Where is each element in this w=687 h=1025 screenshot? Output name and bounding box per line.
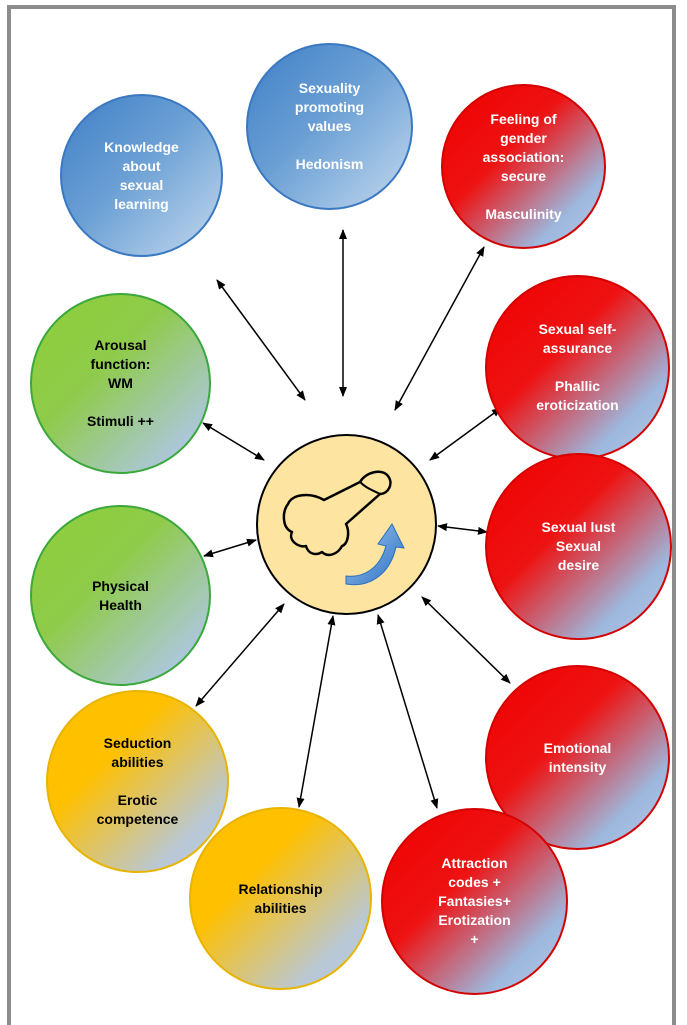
bubble-line: Sexual lust bbox=[541, 519, 616, 535]
arrow-lust bbox=[437, 523, 488, 535]
curved-arrow-icon bbox=[345, 523, 405, 586]
bubble-line: about bbox=[122, 157, 161, 174]
diagram-frame bbox=[7, 5, 676, 1025]
arrow-emotional bbox=[421, 596, 511, 684]
bubble-knowledge-text: Knowledge about sexual learning bbox=[104, 138, 179, 214]
bubble-line: Stimuli ++ bbox=[87, 413, 154, 429]
bubble-line: promoting bbox=[294, 99, 365, 115]
arrow-self-assurance bbox=[429, 407, 502, 461]
bubble-line: desire bbox=[557, 557, 600, 573]
bubble-line: Arousal bbox=[94, 337, 147, 353]
bubble-line: + bbox=[470, 931, 479, 947]
bubble-line: learning bbox=[114, 195, 169, 212]
arrow-relationship bbox=[296, 615, 336, 808]
bubble-line: Physical bbox=[92, 577, 149, 594]
bubble-line: WM bbox=[108, 375, 133, 391]
bubble-line: sexual bbox=[119, 176, 164, 193]
arrow-attraction bbox=[376, 614, 439, 809]
bubble-line: eroticization bbox=[536, 397, 619, 413]
bubble-line: values bbox=[307, 118, 352, 134]
arrow-arousal bbox=[202, 422, 265, 461]
bubble-line: Erotization bbox=[438, 912, 511, 928]
bubble-line: competence bbox=[96, 811, 179, 827]
arrow-seduction bbox=[195, 603, 285, 707]
bubble-line: Hedonism bbox=[295, 156, 364, 172]
bubble-line: function: bbox=[90, 356, 151, 372]
bubble-line: Sexual bbox=[555, 538, 602, 554]
bubble-relationship: Relationship abilities bbox=[189, 807, 372, 990]
bubble-line: Health bbox=[99, 596, 142, 613]
arrow-gender bbox=[394, 246, 485, 411]
bubble-line: Fantasies+ bbox=[438, 893, 511, 909]
bubble-attraction: Attraction codes + Fantasies+ Erotization + bbox=[381, 808, 568, 995]
bubble-line: Masculinity bbox=[485, 205, 562, 222]
bubble-line: gender bbox=[500, 129, 547, 146]
bubble-line: secure bbox=[500, 167, 547, 184]
bubble-knowledge: Knowledge about sexual learning bbox=[60, 94, 223, 257]
center-hub bbox=[256, 434, 437, 615]
bubble-line: Phallic bbox=[554, 378, 601, 394]
bubble-line: Attraction bbox=[441, 855, 508, 871]
bubble-line: Emotional bbox=[543, 739, 612, 756]
bubble-line: abilities bbox=[111, 754, 164, 770]
bubble-line: Knowledge bbox=[104, 138, 179, 155]
bubble-arousal-text: Arousal function: WM Stimuli ++ bbox=[87, 336, 154, 431]
bubble-line: intensity bbox=[548, 758, 607, 775]
arrow-health bbox=[203, 538, 257, 558]
bubble-line: Sexual self- bbox=[538, 321, 617, 337]
phallus-symbol-icon bbox=[282, 470, 392, 557]
bubble-attraction-text: Attraction codes + Fantasies+ Erotization + bbox=[438, 854, 511, 949]
bubble-line: Seduction bbox=[103, 735, 172, 751]
bubble-emotional-text: Emotional intensity bbox=[544, 739, 612, 777]
bubble-arousal: Arousal function: WM Stimuli ++ bbox=[30, 293, 211, 474]
bubble-line: codes + bbox=[448, 874, 501, 890]
bubble-line: association: bbox=[482, 148, 565, 165]
bubble-line: Erotic bbox=[117, 792, 158, 808]
arrow-knowledge bbox=[216, 279, 306, 401]
bubble-line: Relationship bbox=[238, 880, 323, 897]
bubble-line: assurance bbox=[542, 340, 613, 356]
bubble-line: Sexuality bbox=[298, 80, 361, 96]
bubble-line: Feeling of bbox=[490, 110, 557, 127]
bubble-relationship-text: Relationship abilities bbox=[238, 880, 322, 918]
bubble-line: abilities bbox=[254, 899, 307, 916]
